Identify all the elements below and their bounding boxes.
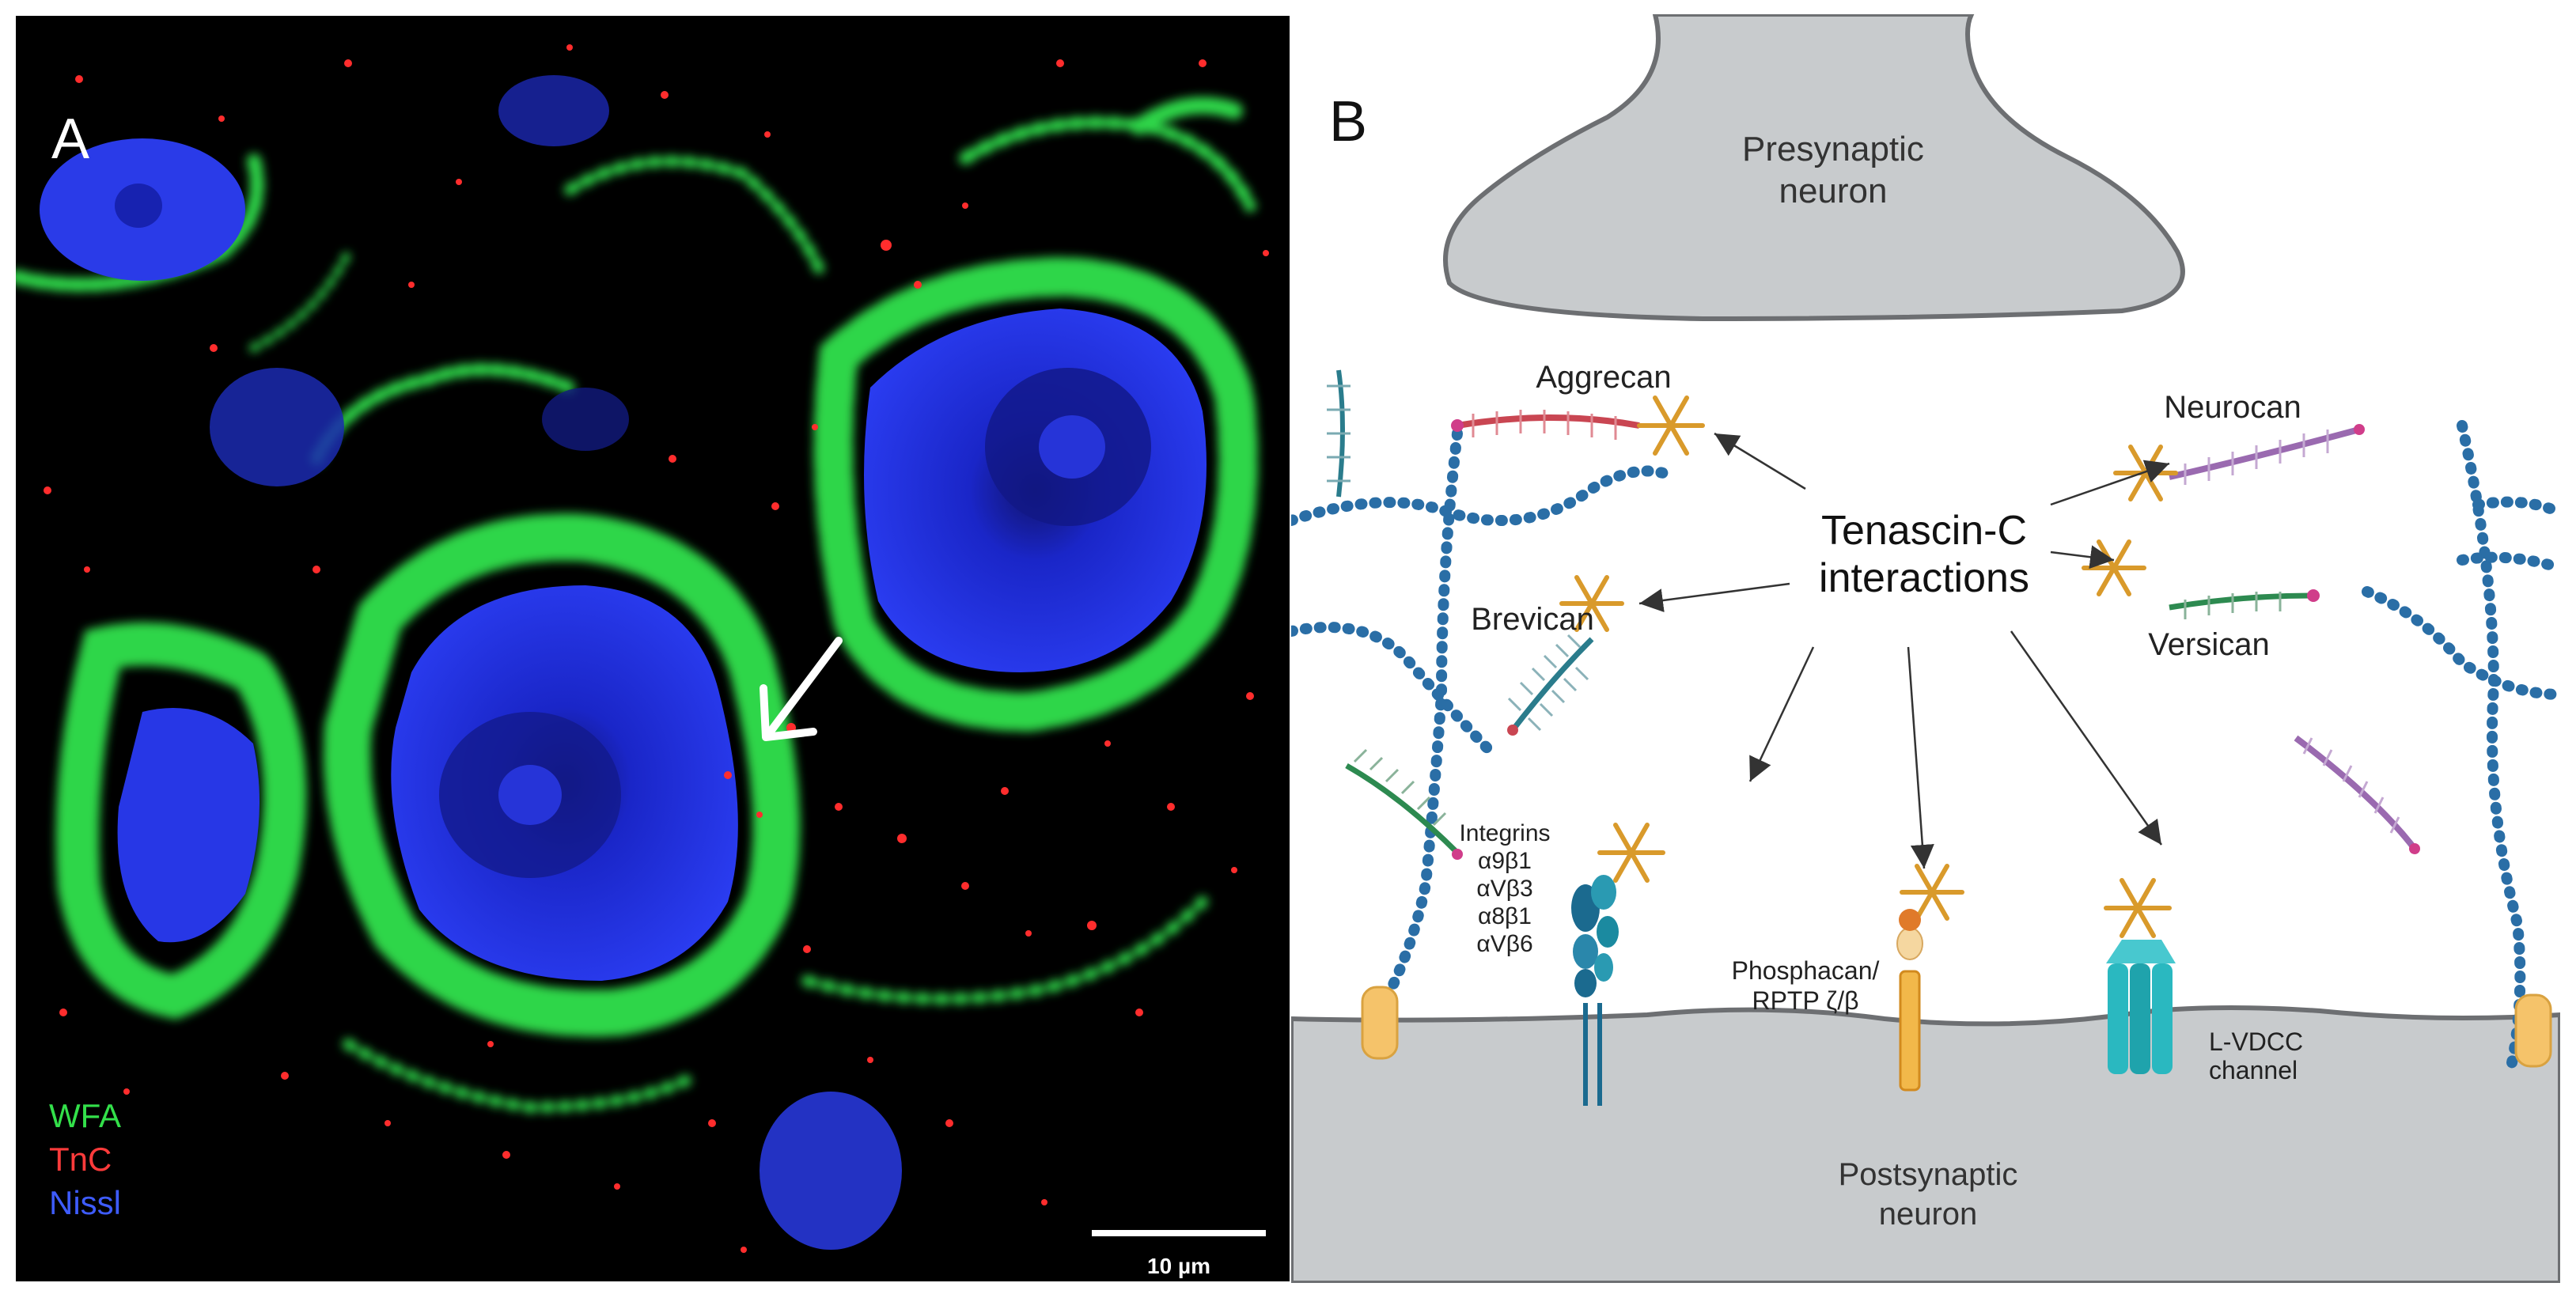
integrin-a8b1: α8β1 bbox=[1478, 903, 1532, 929]
brevican-label: Brevican bbox=[1471, 602, 1594, 637]
scale-bar bbox=[1092, 1230, 1266, 1236]
integrin-avb3: αVβ3 bbox=[1476, 876, 1532, 902]
legend-wfa: WFA bbox=[49, 1097, 121, 1134]
integrin-avb6: αVβ6 bbox=[1476, 931, 1532, 957]
aggrecan-label: Aggrecan bbox=[1536, 360, 1671, 395]
legend-tnc: TnC bbox=[49, 1141, 112, 1178]
neurocan-molecule-2 bbox=[2294, 735, 2420, 854]
hyaluronan-chains bbox=[1291, 420, 2560, 1080]
center-label-2: interactions bbox=[1819, 555, 2029, 601]
phosphacan-label-1: Phosphacan/ bbox=[1732, 956, 1880, 985]
aggrecan-molecule-2 bbox=[1327, 369, 1351, 498]
wfa-staining bbox=[16, 96, 1258, 1114]
panel-a-letter: A bbox=[51, 108, 89, 171]
tnc-staining bbox=[44, 44, 1269, 1253]
presynaptic-label-1: Presynaptic bbox=[1742, 130, 1924, 168]
center-label-1: Tenascin-C bbox=[1821, 508, 2027, 554]
tenascin-c-molecules bbox=[1559, 395, 2178, 938]
postsynaptic-label-1: Postsynaptic bbox=[1839, 1157, 2018, 1192]
channel-label-2: channel bbox=[2209, 1056, 2298, 1084]
postsynaptic-label-2: neuron bbox=[1879, 1197, 1978, 1232]
phosphacan-receptor bbox=[1896, 909, 1923, 1092]
versican-molecule bbox=[1345, 748, 1463, 860]
presynaptic-neuron bbox=[1443, 14, 2185, 322]
legend-nissl: Nissl bbox=[49, 1184, 121, 1221]
phosphacan-label-2: RPTP ζ/β bbox=[1752, 986, 1858, 1015]
arrow-icon bbox=[760, 637, 843, 741]
micrograph-image: 10 µm A WFA TnC Nissl bbox=[16, 16, 1290, 1281]
integrins-label: Integrins bbox=[1459, 820, 1550, 846]
integrin-a9b1: α9β1 bbox=[1478, 848, 1532, 874]
micrograph-panel: 10 µm A WFA TnC Nissl bbox=[16, 16, 1290, 1281]
brevican-molecule bbox=[1507, 634, 1594, 736]
versican-label: Versican bbox=[2148, 627, 2269, 662]
membrane-channels bbox=[1361, 986, 2552, 1068]
aggrecan-molecule bbox=[1451, 410, 1640, 440]
integrin-receptor bbox=[1571, 875, 1619, 1106]
panel-b-letter: B bbox=[1329, 90, 1367, 153]
neurocan-label: Neurocan bbox=[2164, 390, 2301, 425]
schematic-panel: Presynaptic neuron Postsynaptic neuron bbox=[1291, 14, 2560, 1283]
channel-label-1: L-VDCC bbox=[2209, 1027, 2303, 1056]
versican-molecule-2 bbox=[2169, 589, 2320, 619]
interaction-arrows bbox=[1638, 432, 2170, 869]
neurocan-molecule bbox=[2169, 424, 2365, 485]
synapse-diagram: Presynaptic neuron Postsynaptic neuron bbox=[1291, 14, 2560, 1283]
nissl-staining bbox=[40, 75, 1207, 1250]
scale-bar-label: 10 µm bbox=[1147, 1254, 1210, 1278]
presynaptic-label-2: neuron bbox=[1779, 172, 1887, 210]
l-vdcc-channel bbox=[2106, 940, 2176, 1074]
postsynaptic-neuron bbox=[1291, 1005, 2560, 1283]
